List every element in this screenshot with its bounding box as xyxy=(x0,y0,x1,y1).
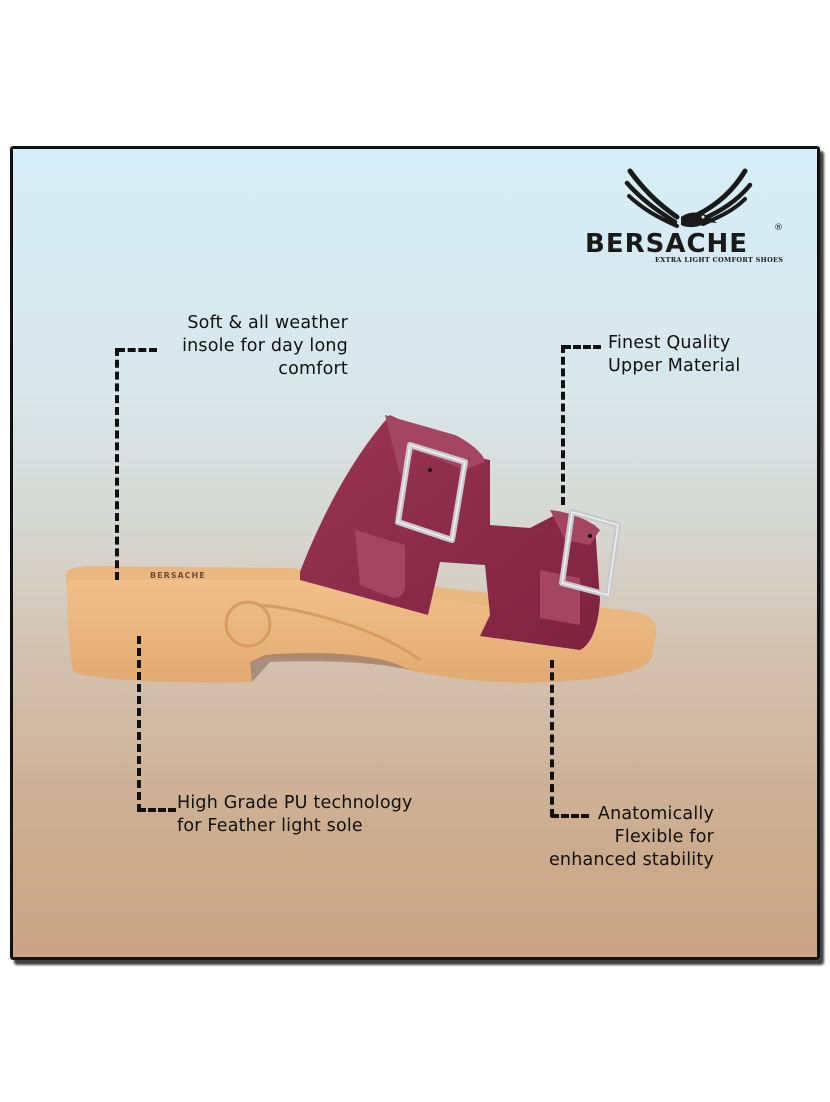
callout-flex-connector-v xyxy=(550,660,554,817)
callout-upper-connector-h xyxy=(563,345,601,349)
callout-upper-connector-v xyxy=(561,345,565,505)
brand-name: BERSACHE xyxy=(585,229,749,259)
callout-insole-line: insole for day long xyxy=(182,336,348,356)
callout-insole-connector-h xyxy=(117,348,157,352)
callout-insole-connector-v xyxy=(115,348,119,580)
callout-upper-line: Finest Quality xyxy=(608,333,731,353)
eagle-wings-icon xyxy=(624,168,753,228)
callout-upper-line: Upper Material xyxy=(608,356,741,376)
callout-flex-connector-h xyxy=(551,814,589,818)
callout-insole-text: Soft & all weather insole for day long c… xyxy=(160,312,348,381)
registered-mark: ® xyxy=(774,223,783,233)
brand-logo: BERSACHE ® EXTRA LIGHT COMFORT SHOES xyxy=(585,165,785,265)
callout-flex-text: Anatomically Flexible for enhanced stabi… xyxy=(520,803,714,872)
callout-insole-line: comfort xyxy=(278,359,348,379)
callout-flex-line: Flexible for xyxy=(614,827,714,847)
callout-sole-line: for Feather light sole xyxy=(177,816,363,836)
callout-sole-connector-h xyxy=(138,808,176,812)
callout-flex-line: Anatomically xyxy=(597,804,714,824)
insole-imprint: BERSACHE xyxy=(150,571,206,580)
callout-sole-connector-v xyxy=(137,636,141,812)
brand-tagline: EXTRA LIGHT COMFORT SHOES xyxy=(655,256,784,264)
callout-sole-line: High Grade PU technology xyxy=(177,793,413,813)
callout-insole-line: Soft & all weather xyxy=(187,313,348,333)
callout-sole-text: High Grade PU technology for Feather lig… xyxy=(177,792,457,838)
sandal-illustration: BERSACHE xyxy=(65,415,657,683)
callout-flex-line: enhanced stability xyxy=(548,850,714,870)
callout-upper-text: Finest Quality Upper Material xyxy=(608,332,808,378)
